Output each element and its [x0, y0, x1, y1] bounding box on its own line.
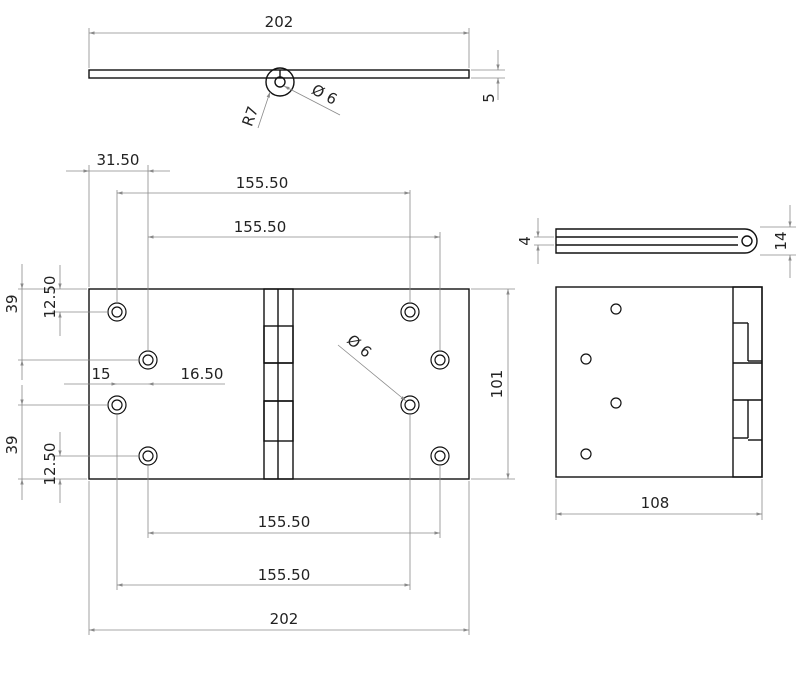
leader-r7 — [257, 91, 271, 129]
top-plate — [88, 69, 470, 79]
side-top-view: 4 14 — [516, 205, 796, 278]
side-folded-outline — [555, 228, 758, 254]
dim-hole-offset-y-top: 12.50 — [41, 276, 59, 319]
dim-span-bottom-outer: 155.50 — [258, 566, 311, 584]
knuckle-outer — [265, 67, 295, 97]
dim-thickness: 5 — [480, 93, 498, 103]
side-front-view: 108 — [555, 286, 763, 520]
dim-top-width: 202 — [265, 13, 294, 31]
dim-span-top-outer: 155.50 — [236, 174, 289, 192]
side-pin-hole — [741, 235, 753, 247]
dim-half-height-top: 39 — [3, 294, 21, 313]
side-hole — [610, 303, 622, 315]
top-view: 202 5 R7 Ø 6 — [88, 13, 505, 129]
dim-side-height: 14 — [772, 231, 790, 250]
dim-span-top-inner: 155.50 — [234, 218, 287, 236]
hole — [430, 446, 450, 466]
leader-hole — [337, 344, 407, 402]
hole — [138, 350, 158, 370]
pin-hole — [274, 76, 286, 88]
front-view: 31.50 155.50 155.50 39 12.50 15 16.50 — [3, 151, 515, 635]
dim-hole-diameter: Ø 6 — [343, 331, 375, 362]
dim-gap-right: 16.50 — [181, 365, 224, 383]
leader-pin — [283, 85, 341, 116]
hole — [400, 302, 420, 322]
side-hole — [580, 448, 592, 460]
dim-hole-offset-x: 31.50 — [97, 151, 140, 169]
dim-span-bottom-inner: 155.50 — [258, 513, 311, 531]
dim-half-height-bottom: 39 — [3, 435, 21, 454]
hole — [430, 350, 450, 370]
dim-overall-height: 101 — [488, 370, 506, 399]
dim-overall-width: 202 — [270, 610, 299, 628]
dim-hole-offset-y-bottom: 12.50 — [41, 443, 59, 486]
side-hole — [580, 353, 592, 365]
dim-gap-left: 15 — [91, 365, 110, 383]
hole — [107, 395, 127, 415]
hole — [138, 446, 158, 466]
dim-knuckle-radius: R7 — [238, 104, 262, 129]
dim-pin-diameter: Ø 6 — [309, 81, 341, 109]
side-hole — [610, 397, 622, 409]
dim-side-width: 108 — [641, 494, 670, 512]
hole — [107, 302, 127, 322]
dim-side-gap: 4 — [516, 236, 534, 246]
side-knuckle-column — [732, 286, 763, 478]
